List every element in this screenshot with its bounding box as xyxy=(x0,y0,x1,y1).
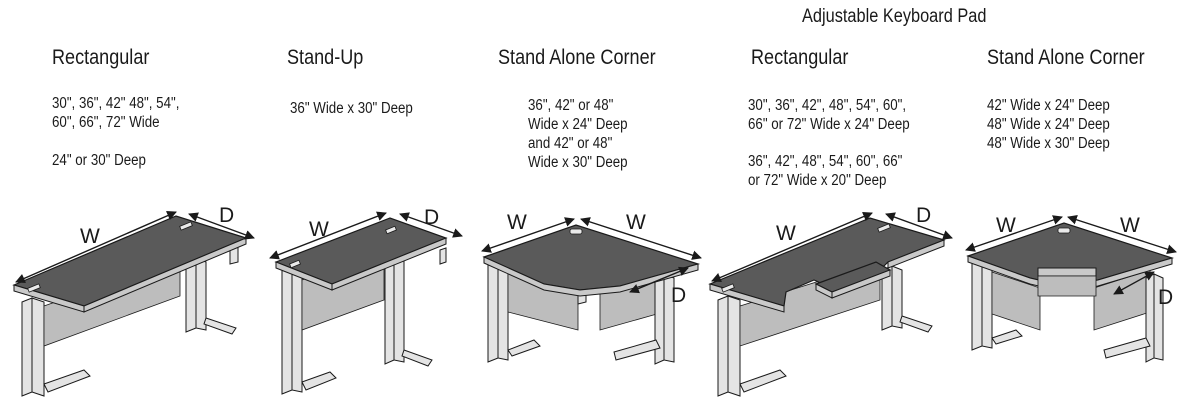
stand-up-depth-label: D xyxy=(424,206,439,229)
stand-up-desk-drawing: W D xyxy=(269,206,463,395)
corner-sizes: 36", 42" or 48" Wide x 24" Deep and 42" … xyxy=(528,97,628,171)
keyboard-rectangular-desk-drawing: W D xyxy=(708,204,953,397)
rectangular-depths: 24" or 30" Deep xyxy=(52,152,146,169)
rectangular-desk-drawing: W D xyxy=(12,204,255,397)
rectangular-widths: 30", 36", 42" 48", 54", 60", 66", 72" Wi… xyxy=(52,95,180,131)
corner-depth-label: D xyxy=(671,284,686,307)
keyboard-rectangular-24-deep: 30", 36", 42", 48", 54", 60", 66" or 72"… xyxy=(748,97,910,133)
keyboard-corner-desk-drawing: W W D xyxy=(965,214,1177,363)
keyboard-rectangular-title: Rectangular xyxy=(751,46,849,69)
keyboard-rectangular-20-deep: 36", 42", 48", 54", 60", 66" or 72" Wide… xyxy=(748,153,903,189)
corner-desk-drawing: W W D xyxy=(481,211,702,365)
corner-width-right-label: W xyxy=(626,211,646,234)
corner-title: Stand Alone Corner xyxy=(498,46,656,69)
stand-up-size: 36" Wide x 30" Deep xyxy=(290,100,413,117)
keyboard-rectangular-depth-label: D xyxy=(916,204,931,227)
stand-up-title: Stand-Up xyxy=(287,46,364,69)
keyboard-corner-depth-label: D xyxy=(1158,286,1173,309)
keyboard-pad-group-heading: Adjustable Keyboard Pad xyxy=(802,6,987,27)
rectangular-depth-label: D xyxy=(219,204,234,227)
stand-up-width-label: W xyxy=(309,218,329,241)
rectangular-width-label: W xyxy=(80,225,100,248)
keyboard-corner-width-right-label: W xyxy=(1120,214,1140,237)
keyboard-rectangular-width-label: W xyxy=(776,222,796,245)
keyboard-corner-title: Stand Alone Corner xyxy=(987,46,1145,69)
corner-width-left-label: W xyxy=(507,211,527,234)
rectangular-title: Rectangular xyxy=(52,46,150,69)
keyboard-corner-sizes: 42" Wide x 24" Deep 48" Wide x 24" Deep … xyxy=(987,97,1110,152)
keyboard-corner-width-left-label: W xyxy=(996,214,1016,237)
